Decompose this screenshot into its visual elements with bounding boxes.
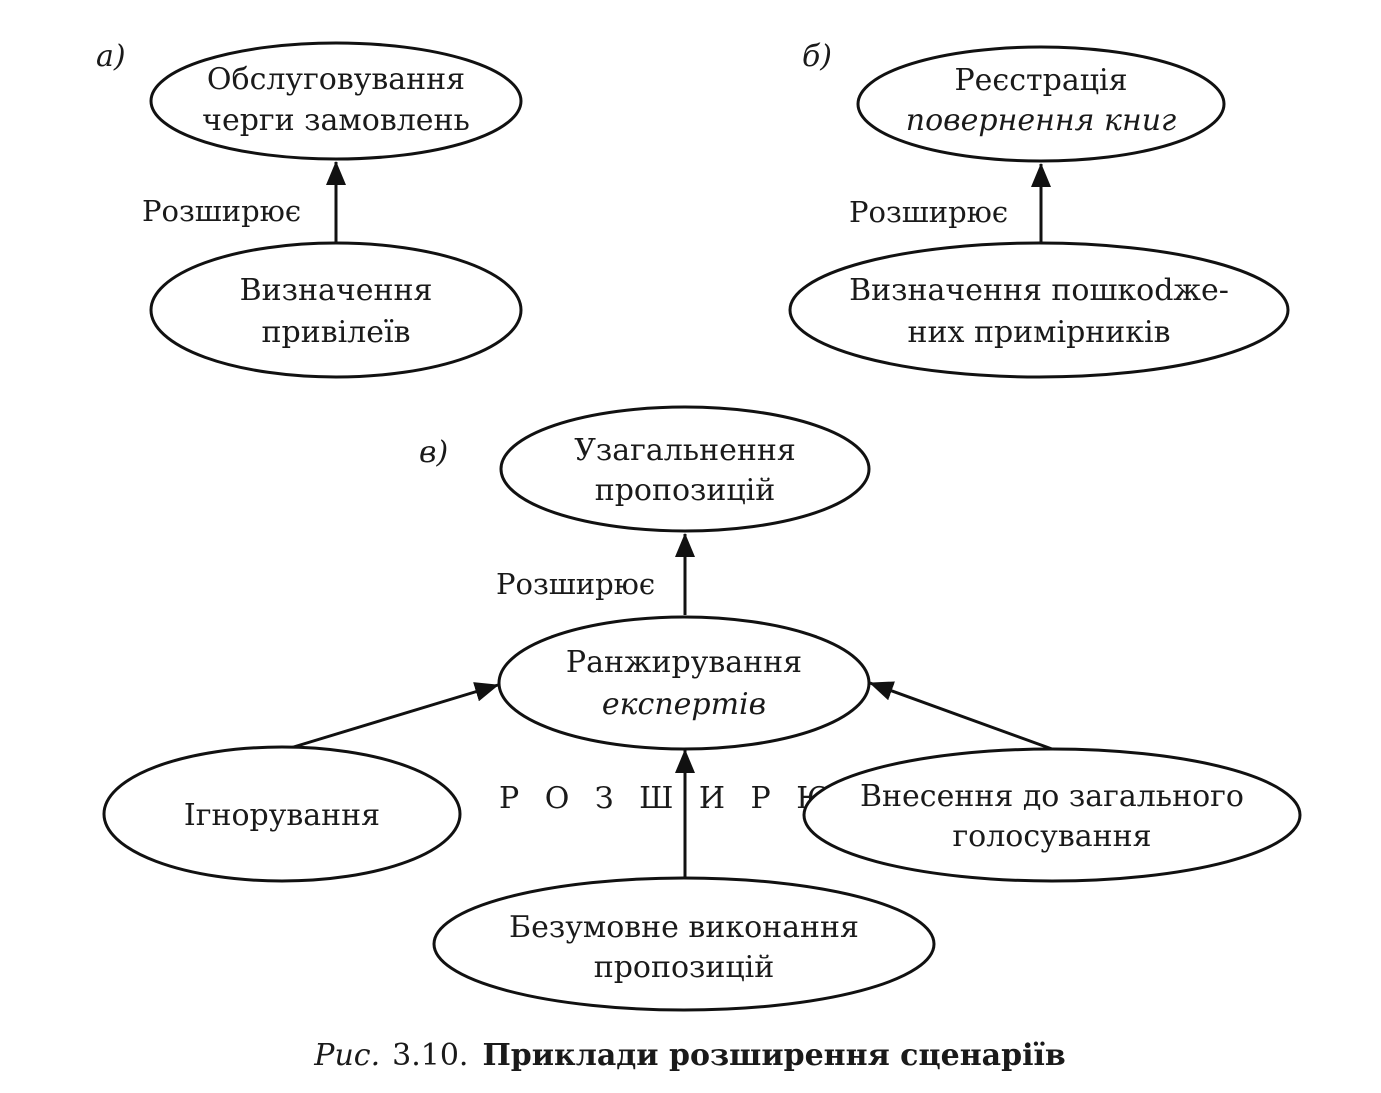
node-c-left: Ігнорування	[102, 745, 462, 883]
node-c-left-line1: Ігнорування	[184, 798, 380, 833]
edge-label-c: Розширює	[496, 567, 655, 601]
caption-prefix: Рис.	[313, 1038, 380, 1073]
node-c-right: Внесення до загального голосування	[802, 747, 1302, 883]
edge-label-a: Розширює	[142, 194, 301, 228]
panel-b-label: б)	[802, 39, 832, 74]
node-b-top-line1: Реєстрація	[954, 63, 1127, 98]
node-b-top: Реєстрація повернення книг	[856, 45, 1226, 163]
node-c-right-line1: Внесення до загального	[860, 779, 1244, 814]
node-c-right-line2: голосування	[952, 819, 1151, 854]
arrow-c-extends-left	[286, 682, 499, 751]
edge-label-b: Розширює	[849, 195, 1008, 229]
panel-c-label: в)	[419, 435, 448, 470]
node-c-bottom: Безумовне виконання пропозицій	[432, 876, 936, 1012]
node-a-top: Обслуговування черги замовлень	[149, 41, 523, 161]
node-a-top-line2: черги замовлень	[202, 103, 470, 138]
panel-a-label: а)	[96, 39, 126, 74]
node-a-bottom-line2: привілеїв	[262, 315, 411, 350]
caption-number: 3.10.	[392, 1038, 468, 1073]
node-b-top-line2: повернення книг	[906, 103, 1176, 138]
node-b-bottom-line1: Визначення пошкodже-	[849, 273, 1229, 308]
node-a-top-line1: Обслуговування	[207, 62, 465, 97]
node-b-bottom-line2: них примірників	[908, 315, 1171, 350]
node-c-middle: Ранжирування експертів	[497, 615, 871, 751]
node-a-bottom: Визначення привілеїв	[149, 241, 523, 379]
caption-title: Приклади розширення сценаріїв	[482, 1038, 1065, 1073]
figure-caption: Рис. 3.10. Приклади розширення сценаріїв	[313, 1038, 1065, 1073]
node-c-top-line2: пропозицій	[595, 473, 776, 508]
node-c-top: Узагальнення пропозицій	[499, 405, 871, 533]
node-a-bottom-line1: Визначення	[240, 273, 433, 308]
node-c-bottom-line2: пропозицій	[594, 950, 775, 985]
arrow-c-extends-right	[869, 681, 1053, 751]
node-b-bottom: Визначення пошкodже- них примірників	[788, 241, 1290, 379]
node-c-middle-line1: Ранжирування	[566, 645, 802, 680]
node-c-middle-line2: експертів	[602, 687, 766, 722]
node-c-bottom-line1: Безумовне виконання	[509, 910, 859, 945]
node-c-top-line1: Узагальнення	[574, 433, 796, 468]
